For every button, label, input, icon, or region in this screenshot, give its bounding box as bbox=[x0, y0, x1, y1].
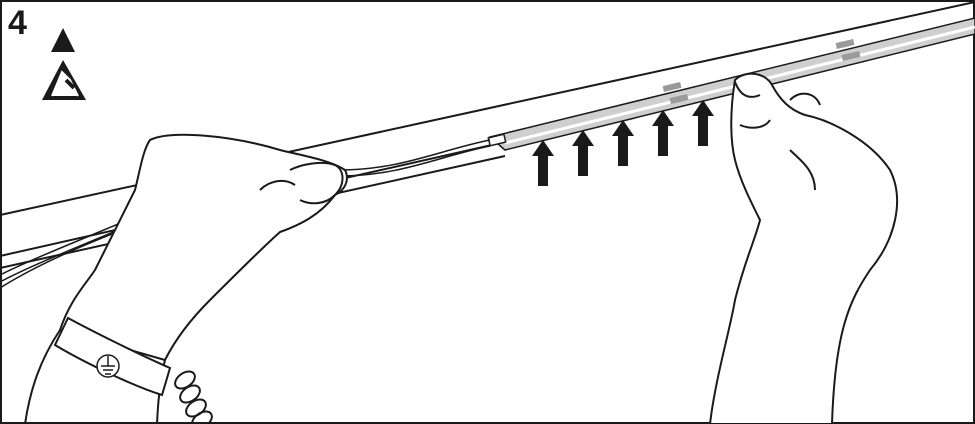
ground-symbol-icon bbox=[96, 354, 120, 378]
right-hand bbox=[708, 72, 898, 424]
led-strip bbox=[487, 17, 975, 151]
push-arrow bbox=[572, 130, 594, 176]
coiled-cord bbox=[174, 370, 213, 424]
strip-clip bbox=[669, 93, 689, 105]
esd-warning-icon bbox=[42, 28, 86, 100]
left-hand bbox=[24, 133, 348, 424]
push-arrow bbox=[652, 110, 674, 156]
strip-clip bbox=[662, 81, 682, 93]
step-number: 4 bbox=[8, 4, 27, 42]
push-arrow bbox=[612, 120, 634, 166]
push-arrows bbox=[532, 100, 714, 186]
push-arrow bbox=[692, 100, 714, 146]
push-arrow bbox=[532, 140, 554, 186]
strip-clip bbox=[835, 38, 855, 50]
strip-clip bbox=[841, 50, 861, 62]
strip-connector bbox=[487, 133, 507, 147]
